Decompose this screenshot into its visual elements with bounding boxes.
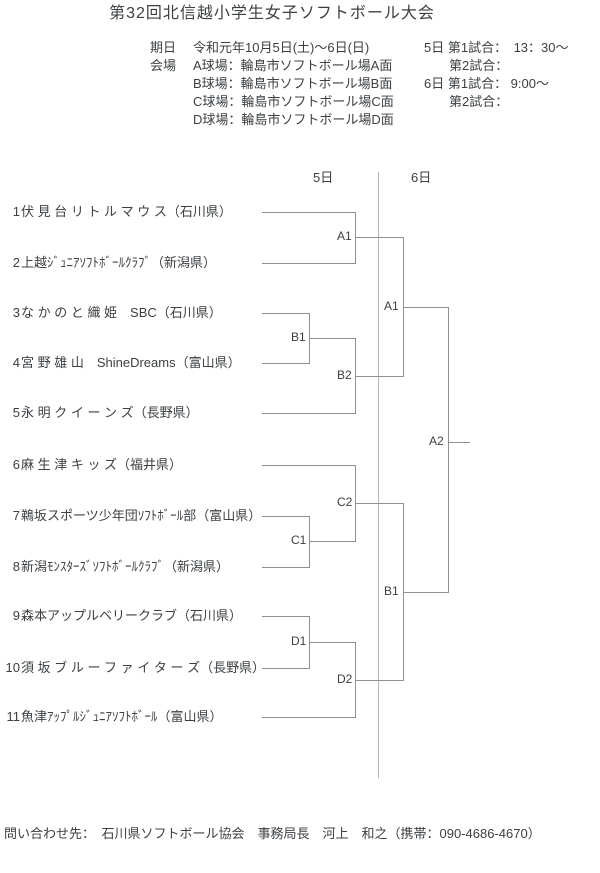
date-label: 期日 xyxy=(150,40,177,55)
schedule-day6-game2: 第2試合： xyxy=(449,94,509,109)
team-number: 4 xyxy=(12,355,20,370)
semifinal-b1-output xyxy=(403,592,448,593)
team9-connector-line xyxy=(262,616,309,617)
team4-connector-line xyxy=(262,363,309,364)
bracket-day5-header: 5日 xyxy=(313,170,334,185)
match-label-d2: D2 xyxy=(337,672,353,686)
match-c1-output xyxy=(309,541,355,542)
match-c2-output xyxy=(355,503,403,504)
match-a1-output xyxy=(355,237,403,238)
team-label: な か の と 織 姫 SBC（石川県） xyxy=(21,305,222,320)
team-number: 7 xyxy=(12,508,20,523)
day-divider-line xyxy=(378,172,379,778)
team2-connector-line xyxy=(262,263,355,264)
team-label: 新潟ﾓﾝｽﾀｰｽﾞｿﾌﾄﾎﾞｰﾙｸﾗﾌﾞ（新潟県） xyxy=(21,559,230,574)
venue-c: C球場：輪島市ソフトボール場C面 xyxy=(193,94,394,109)
team-number: 10 xyxy=(5,660,20,675)
team7-connector-line xyxy=(262,516,309,517)
team-number: 2 xyxy=(12,255,20,270)
team-number: 3 xyxy=(12,305,20,320)
venue-label: 会場 xyxy=(150,58,177,73)
venue-d: D球場：輪島市ソフトボール場D面 xyxy=(193,112,394,127)
page-title: 第32回北信越小学生女子ソフトボール大会 xyxy=(109,5,435,22)
team-label: 魚津ｱｯﾌﾟﾙｼﾞｭﾆｱｿﾌﾄﾎﾞｰﾙ（富山県） xyxy=(21,709,223,724)
match-label-c1: C1 xyxy=(291,533,307,547)
contact-info: 問い合わせ先： 石川県ソフトボール協会 事務局長 河上 和之（携帯：090-46… xyxy=(4,826,541,841)
team-label: 宮 野 雄 山 ShineDreams（富山県） xyxy=(21,355,241,370)
team-number: 5 xyxy=(12,405,20,420)
team-label: 須 坂 ブ ル ー フ ァ イ タ ー ズ（長野県） xyxy=(21,660,266,675)
match-b2-output xyxy=(355,376,403,377)
match-d2-output xyxy=(355,680,403,681)
match-c1-vertical xyxy=(309,516,310,568)
schedule-day6-game1: 6日 第1試合： 9:00～ xyxy=(424,76,549,91)
team8-connector-line xyxy=(262,567,309,568)
team-label: 伏 見 台 リ ト ル マ ウ ス（石川県） xyxy=(21,204,232,219)
schedule-day5-game1: 5日 第1試合： 13：30～ xyxy=(424,40,569,55)
final-label-a2: A2 xyxy=(429,434,444,448)
team10-connector-line xyxy=(262,668,309,669)
match-label-a1: A1 xyxy=(337,229,352,243)
match-d1-output xyxy=(309,642,355,643)
team-label: 麻 生 津 キ ッ ズ（福井県） xyxy=(21,457,183,472)
team3-connector-line xyxy=(262,313,309,314)
team5-connector-line xyxy=(262,413,355,414)
final-a2-vertical xyxy=(448,307,449,593)
match-label-c2: C2 xyxy=(337,495,353,509)
match-label-d1: D1 xyxy=(291,634,307,648)
team-number: 9 xyxy=(12,608,20,623)
team-number: 11 xyxy=(6,709,21,724)
team-number: 8 xyxy=(12,559,20,574)
semifinal-label-b1: B1 xyxy=(384,584,399,598)
team-number: 1 xyxy=(12,204,20,219)
match-a1-vertical xyxy=(355,212,356,264)
team-label: 上越ｼﾞｭﾆｱｿﾌﾄﾎﾞｰﾙｸﾗﾌﾞ（新潟県） xyxy=(21,255,217,270)
team1-connector-line xyxy=(262,212,355,213)
team-label: 森本アップルベリークラブ（石川県） xyxy=(21,608,243,623)
date-value: 令和元年10月5日(土)～6日(日) xyxy=(193,40,370,55)
team-label: 永 明 ク イ ー ン ズ（長野県） xyxy=(21,405,199,420)
semifinal-label-a1: A1 xyxy=(384,299,399,313)
final-a2-output xyxy=(448,442,470,443)
match-b1-output xyxy=(309,338,355,339)
match-label-b1: B1 xyxy=(291,330,306,344)
schedule-day5-game2: 第2試合： xyxy=(449,58,509,73)
team11-connector-line xyxy=(262,717,355,718)
team-number: 6 xyxy=(12,457,20,472)
match-label-b2: B2 xyxy=(337,368,352,382)
bracket-day6-header: 6日 xyxy=(411,170,432,185)
team6-connector-line xyxy=(262,465,355,466)
team-label: 鵜坂スポーツ少年団ｿﾌﾄﾎﾞｰﾙ部（富山県） xyxy=(21,508,262,523)
semifinal-a1-output xyxy=(403,307,448,308)
venue-b: B球場：輪島市ソフトボール場B面 xyxy=(193,76,393,91)
venue-a: A球場：輪島市ソフトボール場A面 xyxy=(193,58,393,73)
